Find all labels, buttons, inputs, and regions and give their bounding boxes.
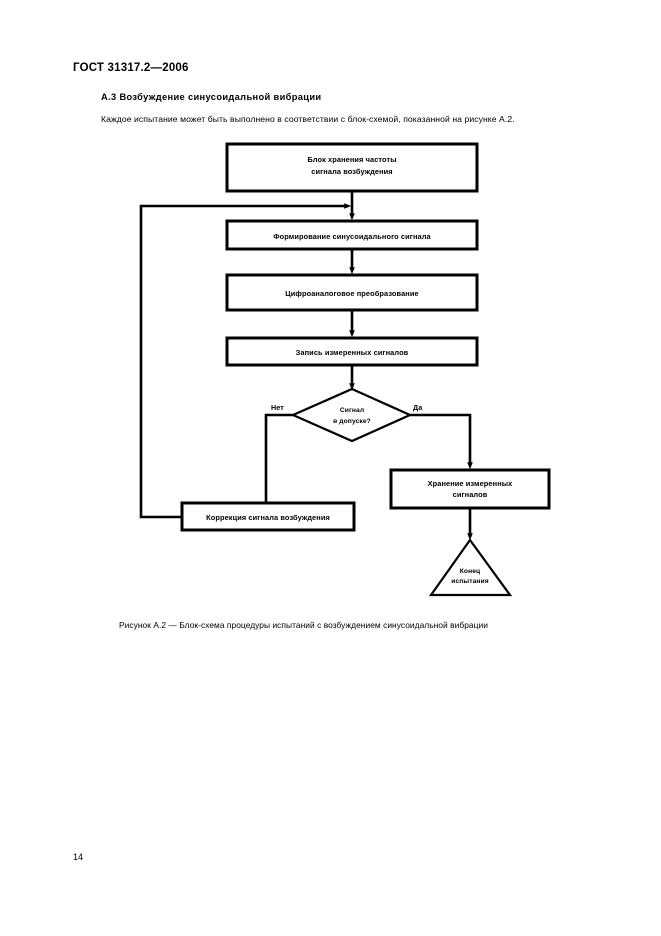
node-storage-block-line2: сигнала возбуждения [311, 167, 392, 176]
figure-caption: Рисунок А.2 — Блок-схема процедуры испыт… [119, 620, 488, 630]
node-generate-signal: Формирование синусоидального сигнала [225, 219, 479, 251]
node-generate-signal-label: Формирование синусоидального сигнала [273, 232, 431, 241]
connector-no-branch [264, 413, 293, 503]
node-dac-label: Цифроаналоговое преобразование [285, 289, 418, 298]
node-storage-block-line1: Блок хранения частоты [307, 155, 396, 164]
connector-feedback-loop [139, 203, 352, 519]
body-paragraph: Каждое испытание может быть выполнено в … [101, 114, 515, 124]
node-store-measured-line2: сигналов [453, 490, 488, 499]
node-decision-line1: Сигнал [340, 407, 364, 414]
branch-label-no: Нет [271, 403, 284, 412]
flowchart-figure: Блок хранения частоты сигнала возбуждени… [139, 142, 551, 597]
node-end-line1: Конец [460, 568, 481, 575]
node-storage-block: Блок хранения частоты сигнала возбуждени… [225, 142, 479, 193]
connector-yes-branch [410, 413, 473, 470]
node-record-signals: Запись измеренных сигналов [225, 336, 479, 367]
node-dac: Цифроаналоговое преобразование [225, 273, 479, 312]
node-store-measured-line1: Хранение измеренных [428, 479, 514, 488]
node-store-measured: Хранение измеренных сигналов [389, 468, 551, 510]
section-heading: А.3 Возбуждение синусоидальной вибрации [101, 92, 322, 102]
standard-header: ГОСТ 31317.2—2006 [73, 62, 189, 74]
node-decision: Сигнал в допуске? [290, 387, 413, 443]
node-end-of-test: Конец испытания [428, 538, 513, 597]
node-decision-line2: в допуске? [333, 418, 371, 425]
node-correction-label: Коррекция сигнала возбуждения [206, 513, 330, 522]
page-number: 14 [73, 852, 84, 862]
node-end-line2: испытания [451, 578, 489, 585]
node-record-signals-label: Запись измеренных сигналов [296, 348, 409, 357]
node-correction: Коррекция сигнала возбуждения [180, 501, 356, 532]
branch-label-yes: Да [413, 403, 423, 412]
